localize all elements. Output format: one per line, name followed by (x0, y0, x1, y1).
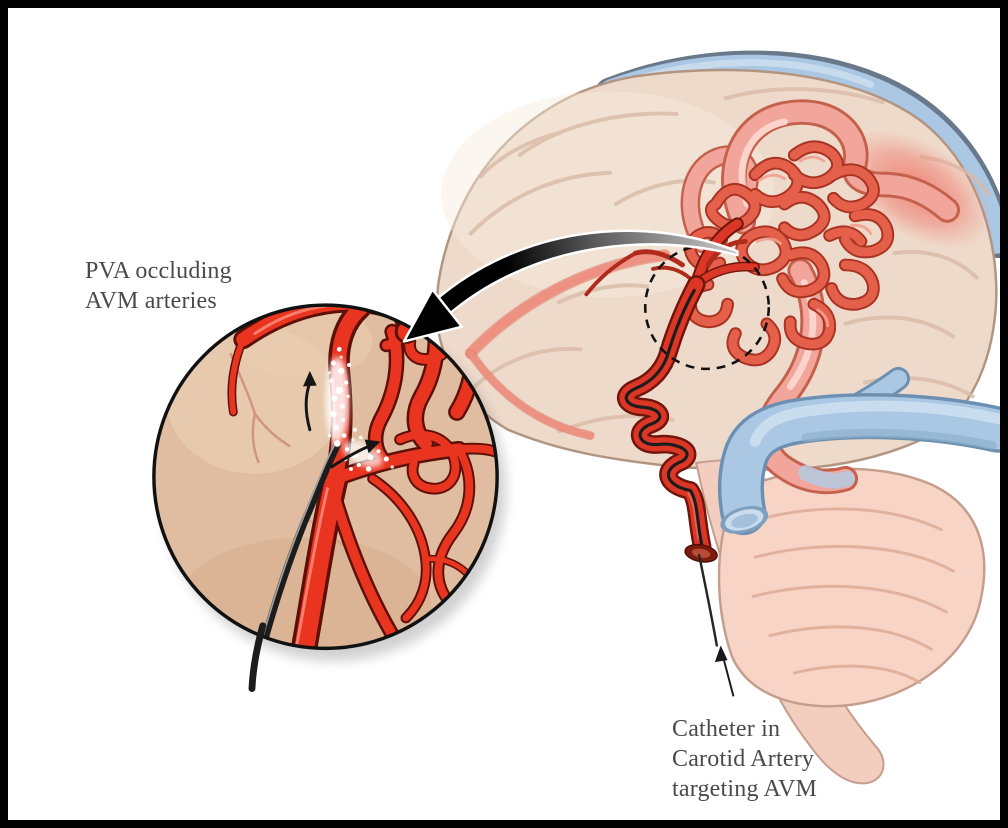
brain-avm-illustration (152, 50, 1000, 785)
pale-cerebral-arteries (464, 249, 671, 440)
pva-particles (325, 346, 394, 472)
label-line: AVM arteries (85, 288, 217, 314)
cerebellum-striations (751, 507, 955, 685)
avm-nidus (683, 140, 895, 367)
inset-outline (152, 303, 499, 651)
catheter-in-artery (624, 288, 704, 548)
magnifier-pointer-arrow (402, 229, 739, 343)
cerebellum (717, 467, 986, 708)
catheter-annotation-arrow (714, 645, 735, 697)
carotid-artery-with-catheter (617, 275, 719, 647)
blue-vein-cut-end (720, 506, 769, 534)
catheter-tail (697, 553, 719, 647)
label-line: Carotid Artery (672, 746, 815, 772)
label-line: Catheter in (672, 716, 781, 742)
pva-label: PVA occluding AVM arteries (85, 256, 232, 316)
inset-catheter-tail (248, 622, 267, 693)
catheter-label: Catheter in Carotid Artery targeting AVM (672, 714, 817, 804)
inset-magnifier (152, 303, 506, 693)
inset-flow-arrows (302, 370, 381, 469)
label-line: targeting AVM (672, 776, 818, 802)
blue-vein-tube (717, 366, 1000, 536)
label-line: PVA occluding (85, 258, 232, 284)
